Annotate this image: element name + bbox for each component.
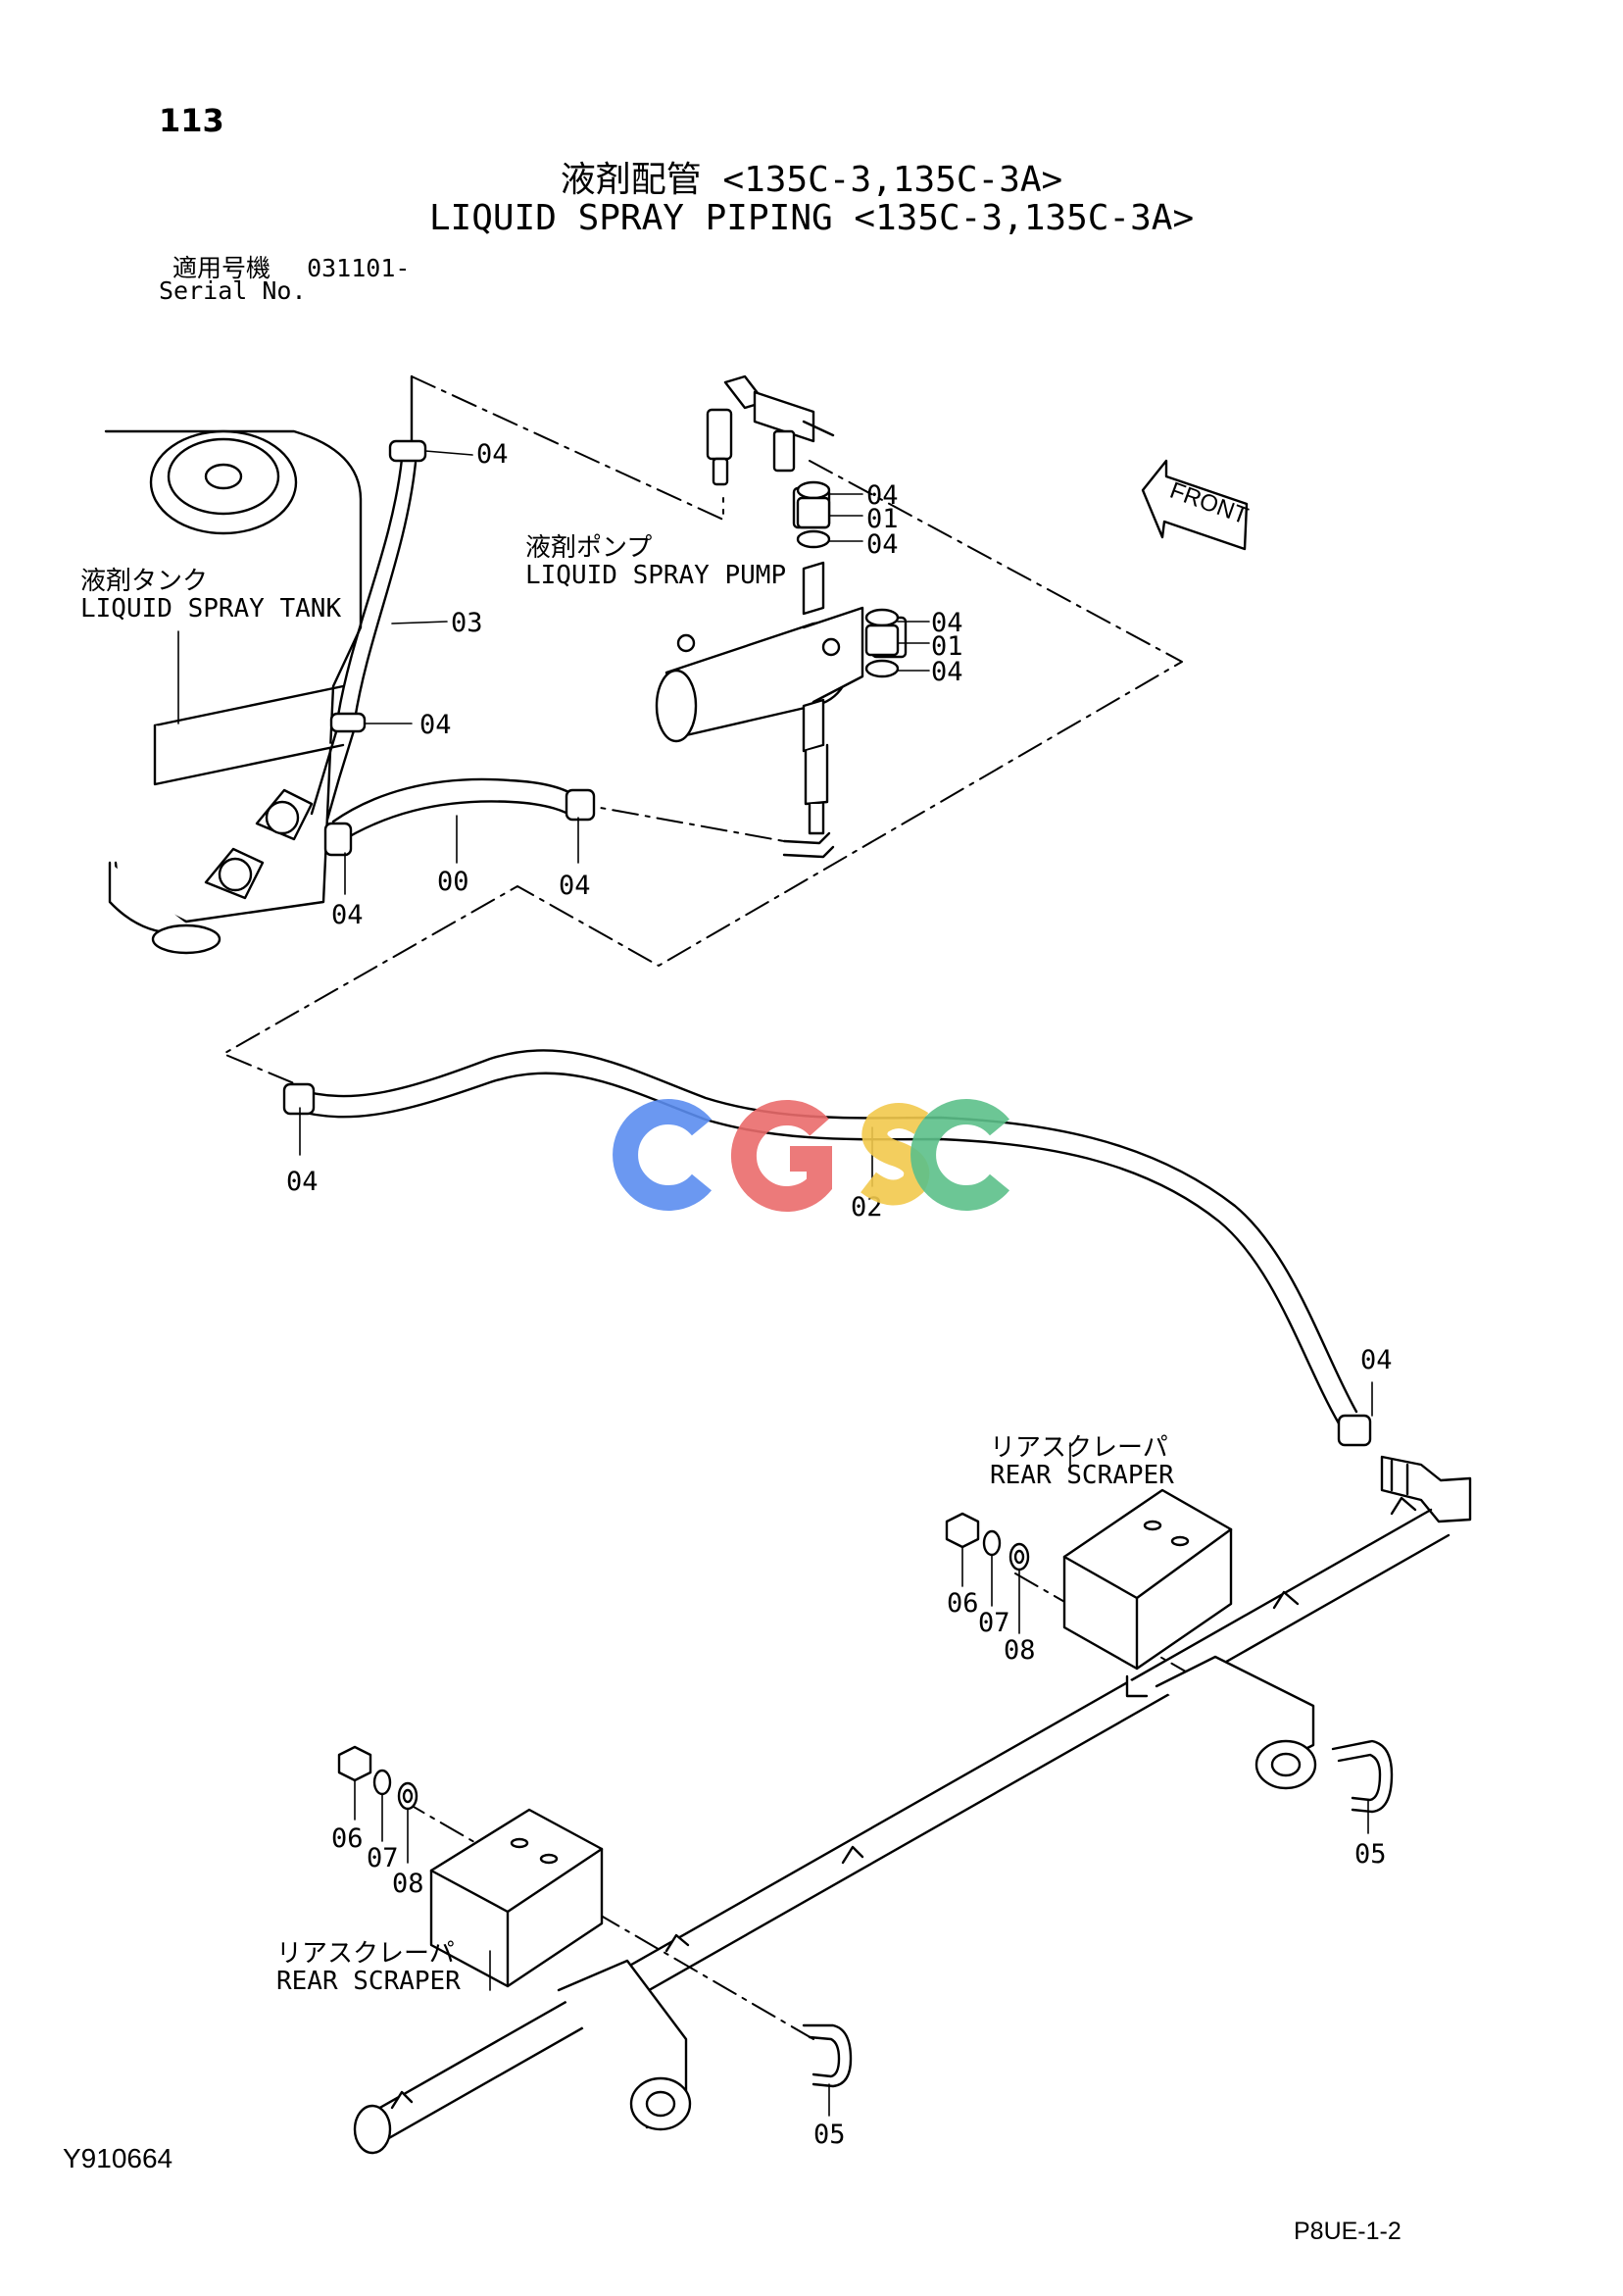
rear-scraper-right-label-en: REAR SCRAPER xyxy=(990,1461,1174,1490)
tank-label-en: LIQUID SPRAY TANK xyxy=(80,594,342,624)
watermark-c1 xyxy=(613,1099,713,1211)
rear-scraper-left-label-jp: リアスクレーパ xyxy=(276,1939,455,1969)
serial-value: 031101- xyxy=(307,254,411,282)
callout-08: 08 xyxy=(1004,1635,1036,1666)
hose-00 xyxy=(323,777,835,859)
callout-04: 04 xyxy=(476,439,509,470)
watermark-c2 xyxy=(910,1099,1010,1211)
rear-scraper-left-label-en: REAR SCRAPER xyxy=(276,1967,461,1996)
title-english: LIQUID SPRAY PIPING <135C-3,135C-3A> xyxy=(428,198,1195,238)
serial-label-en: Serial No. xyxy=(159,276,307,305)
tank-label-jp: 液剤タンク xyxy=(80,567,209,596)
hardware-left xyxy=(337,1745,418,1811)
hose-02 xyxy=(282,1049,1372,1447)
callout-04: 04 xyxy=(559,871,591,901)
callout-03: 03 xyxy=(451,608,483,638)
callout-04: 04 xyxy=(931,657,963,687)
spray-bar xyxy=(353,1496,1451,2155)
serial-label-jp: 適用号機 xyxy=(172,254,271,282)
callout-01: 01 xyxy=(931,631,963,662)
callout-04: 04 xyxy=(866,480,899,511)
rear-scraper-bracket-left xyxy=(429,1808,692,2131)
callout-05: 05 xyxy=(1354,1839,1387,1870)
callout-04: 04 xyxy=(286,1167,319,1197)
page-number: 113 xyxy=(159,102,224,139)
watermark-s xyxy=(861,1103,930,1206)
page-reference: P8UE-1-2 xyxy=(1294,2218,1402,2245)
document-id: Y910664 xyxy=(63,2143,173,2173)
callout-07: 07 xyxy=(978,1608,1010,1638)
callout-08: 08 xyxy=(392,1869,424,1899)
callout-06: 06 xyxy=(947,1588,979,1619)
callout-06: 06 xyxy=(331,1823,364,1854)
callout-04: 04 xyxy=(931,608,963,638)
title-japanese: 液剤配管 <135C-3,135C-3A> xyxy=(560,160,1063,200)
hose-03 xyxy=(310,374,427,822)
watermark-g xyxy=(730,1100,832,1212)
callout-04: 04 xyxy=(866,529,899,560)
callout-01: 01 xyxy=(866,504,899,534)
liquid-spray-tank xyxy=(104,429,363,955)
callout-04: 04 xyxy=(419,710,452,740)
rear-scraper-bracket-right xyxy=(1062,1488,1317,1790)
valve-01-upper xyxy=(796,480,831,549)
top-nozzle-assembly xyxy=(706,374,835,486)
valve-01-lower xyxy=(864,608,900,678)
serial-line: 適用号機 031101- xyxy=(172,249,410,284)
callout-05: 05 xyxy=(813,2120,846,2150)
u-bolt-left xyxy=(802,2023,853,2088)
pump-label-jp: 液剤ポンプ xyxy=(525,533,653,563)
elbow-fitting xyxy=(1380,1455,1472,1523)
callout-04: 04 xyxy=(331,900,364,930)
callout-07: 07 xyxy=(367,1843,399,1873)
u-bolt-right xyxy=(1331,1739,1394,1814)
callout-00: 00 xyxy=(437,867,469,897)
pump-label-en: LIQUID SPRAY PUMP xyxy=(525,561,787,590)
rear-scraper-right-label-jp: リアスクレーパ xyxy=(990,1433,1168,1463)
callout-04: 04 xyxy=(1360,1345,1393,1375)
front-arrow xyxy=(1141,459,1249,551)
